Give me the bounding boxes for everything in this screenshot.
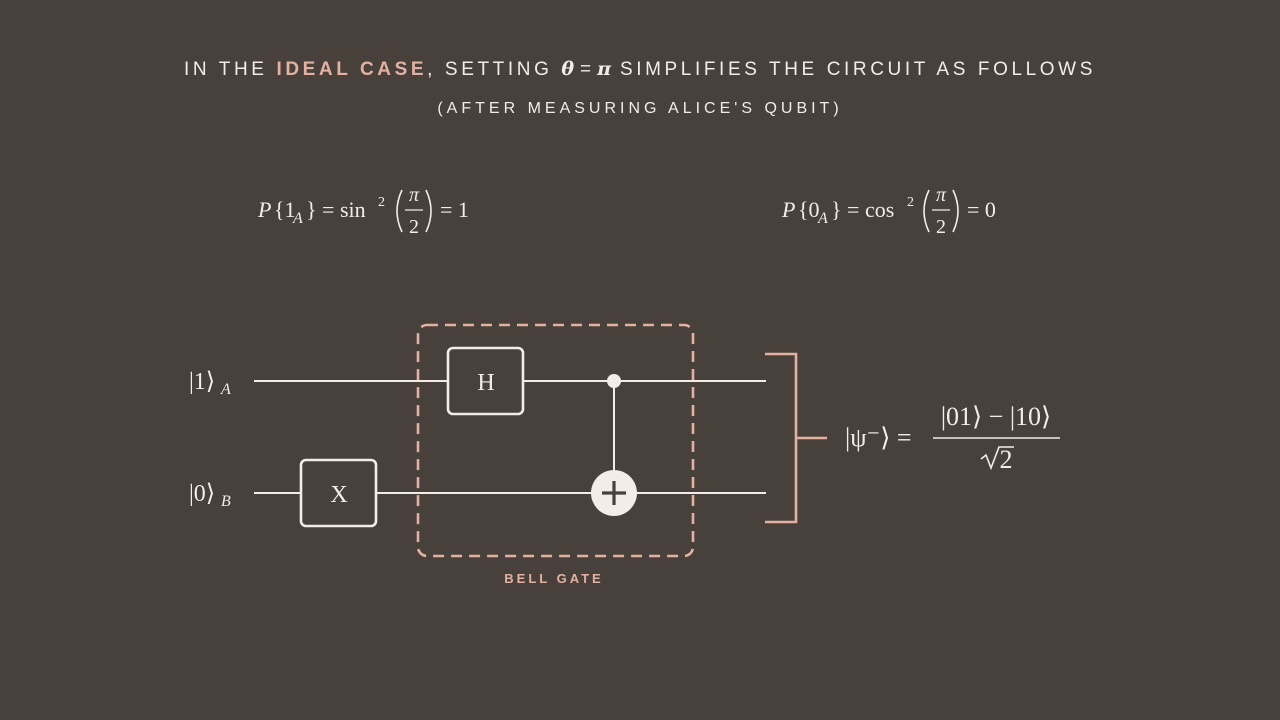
formula-p1-num: π xyxy=(409,184,420,206)
title-pi: π xyxy=(597,58,612,80)
title-theta: θ xyxy=(561,58,575,80)
qubit-a-sub: A xyxy=(220,381,231,398)
formula-p1-paren-right xyxy=(425,189,432,233)
title-equals: = xyxy=(580,59,592,80)
formula-p1-close: } = sin xyxy=(306,197,366,222)
formula-p1-open: {1 xyxy=(274,197,296,222)
qubit-a-ket: |1⟩ xyxy=(189,369,215,395)
output-state-lhs: |ψ⁻⟩ = xyxy=(845,423,912,452)
formula-p0-close: } = cos xyxy=(831,197,894,222)
formula-p1-paren-left xyxy=(396,189,403,233)
cnot-control-dot xyxy=(607,374,621,388)
formula-p1: P {1 A } = sin 2 π 2 = 1 xyxy=(257,184,469,238)
cnot-gate xyxy=(591,374,637,516)
formula-p0-result: = 0 xyxy=(967,197,996,222)
qubit-a-label: |1⟩ A xyxy=(189,369,231,398)
formula-p1-den: 2 xyxy=(409,216,419,238)
x-gate-label: X xyxy=(330,482,347,508)
page-subtitle: (AFTER MEASURING ALICE'S QUBIT) xyxy=(437,100,843,117)
x-gate-box xyxy=(299,458,378,528)
bell-gate-region xyxy=(416,323,695,558)
qubit-b-ket: |0⟩ xyxy=(189,481,215,507)
hadamard-gate: H xyxy=(446,346,525,416)
sqrt-icon xyxy=(980,446,1014,471)
title-highlight: IDEAL CASE xyxy=(276,59,428,80)
output-bracket xyxy=(765,352,827,524)
formula-p1-P: P xyxy=(257,197,271,222)
output-state-numerator: |01⟩ − |10⟩ xyxy=(941,402,1051,431)
formula-p0-den: 2 xyxy=(936,216,946,238)
hadamard-gate-label: H xyxy=(477,370,494,396)
formula-p0-paren-right xyxy=(952,189,959,233)
x-gate: X xyxy=(299,458,378,528)
formula-p1-sup: 2 xyxy=(378,195,385,210)
hadamard-gate-box xyxy=(446,346,525,416)
title-part-3: SIMPLIFIES THE CIRCUIT AS FOLLOWS xyxy=(611,59,1096,80)
output-state-denominator: 2 xyxy=(1000,445,1013,474)
formula-p0: P {0 A } = cos 2 π 2 = 0 xyxy=(781,184,996,238)
title-part-2: , SETTING xyxy=(427,59,562,80)
qubit-b-sub: B xyxy=(221,493,231,510)
formula-p0-num: π xyxy=(936,184,947,206)
bell-gate-label: BELL GATE xyxy=(504,571,603,586)
title-part-1: IN THE xyxy=(184,59,277,80)
qubit-b-label: |0⟩ B xyxy=(189,481,231,510)
formula-p0-sup: 2 xyxy=(907,195,914,210)
formula-p0-paren-left xyxy=(923,189,930,233)
formula-p0-P: P xyxy=(781,197,795,222)
formula-p1-sub: A xyxy=(292,210,303,227)
formula-p0-open: {0 xyxy=(798,197,820,222)
formula-p1-result: = 1 xyxy=(440,197,469,222)
page-title: IN THE IDEAL CASE, SETTING θ=π SIMPLIFIE… xyxy=(0,58,1280,81)
output-state: |ψ⁻⟩ = |01⟩ − |10⟩ 2 xyxy=(845,402,1060,474)
formula-p0-sub: A xyxy=(817,210,828,227)
